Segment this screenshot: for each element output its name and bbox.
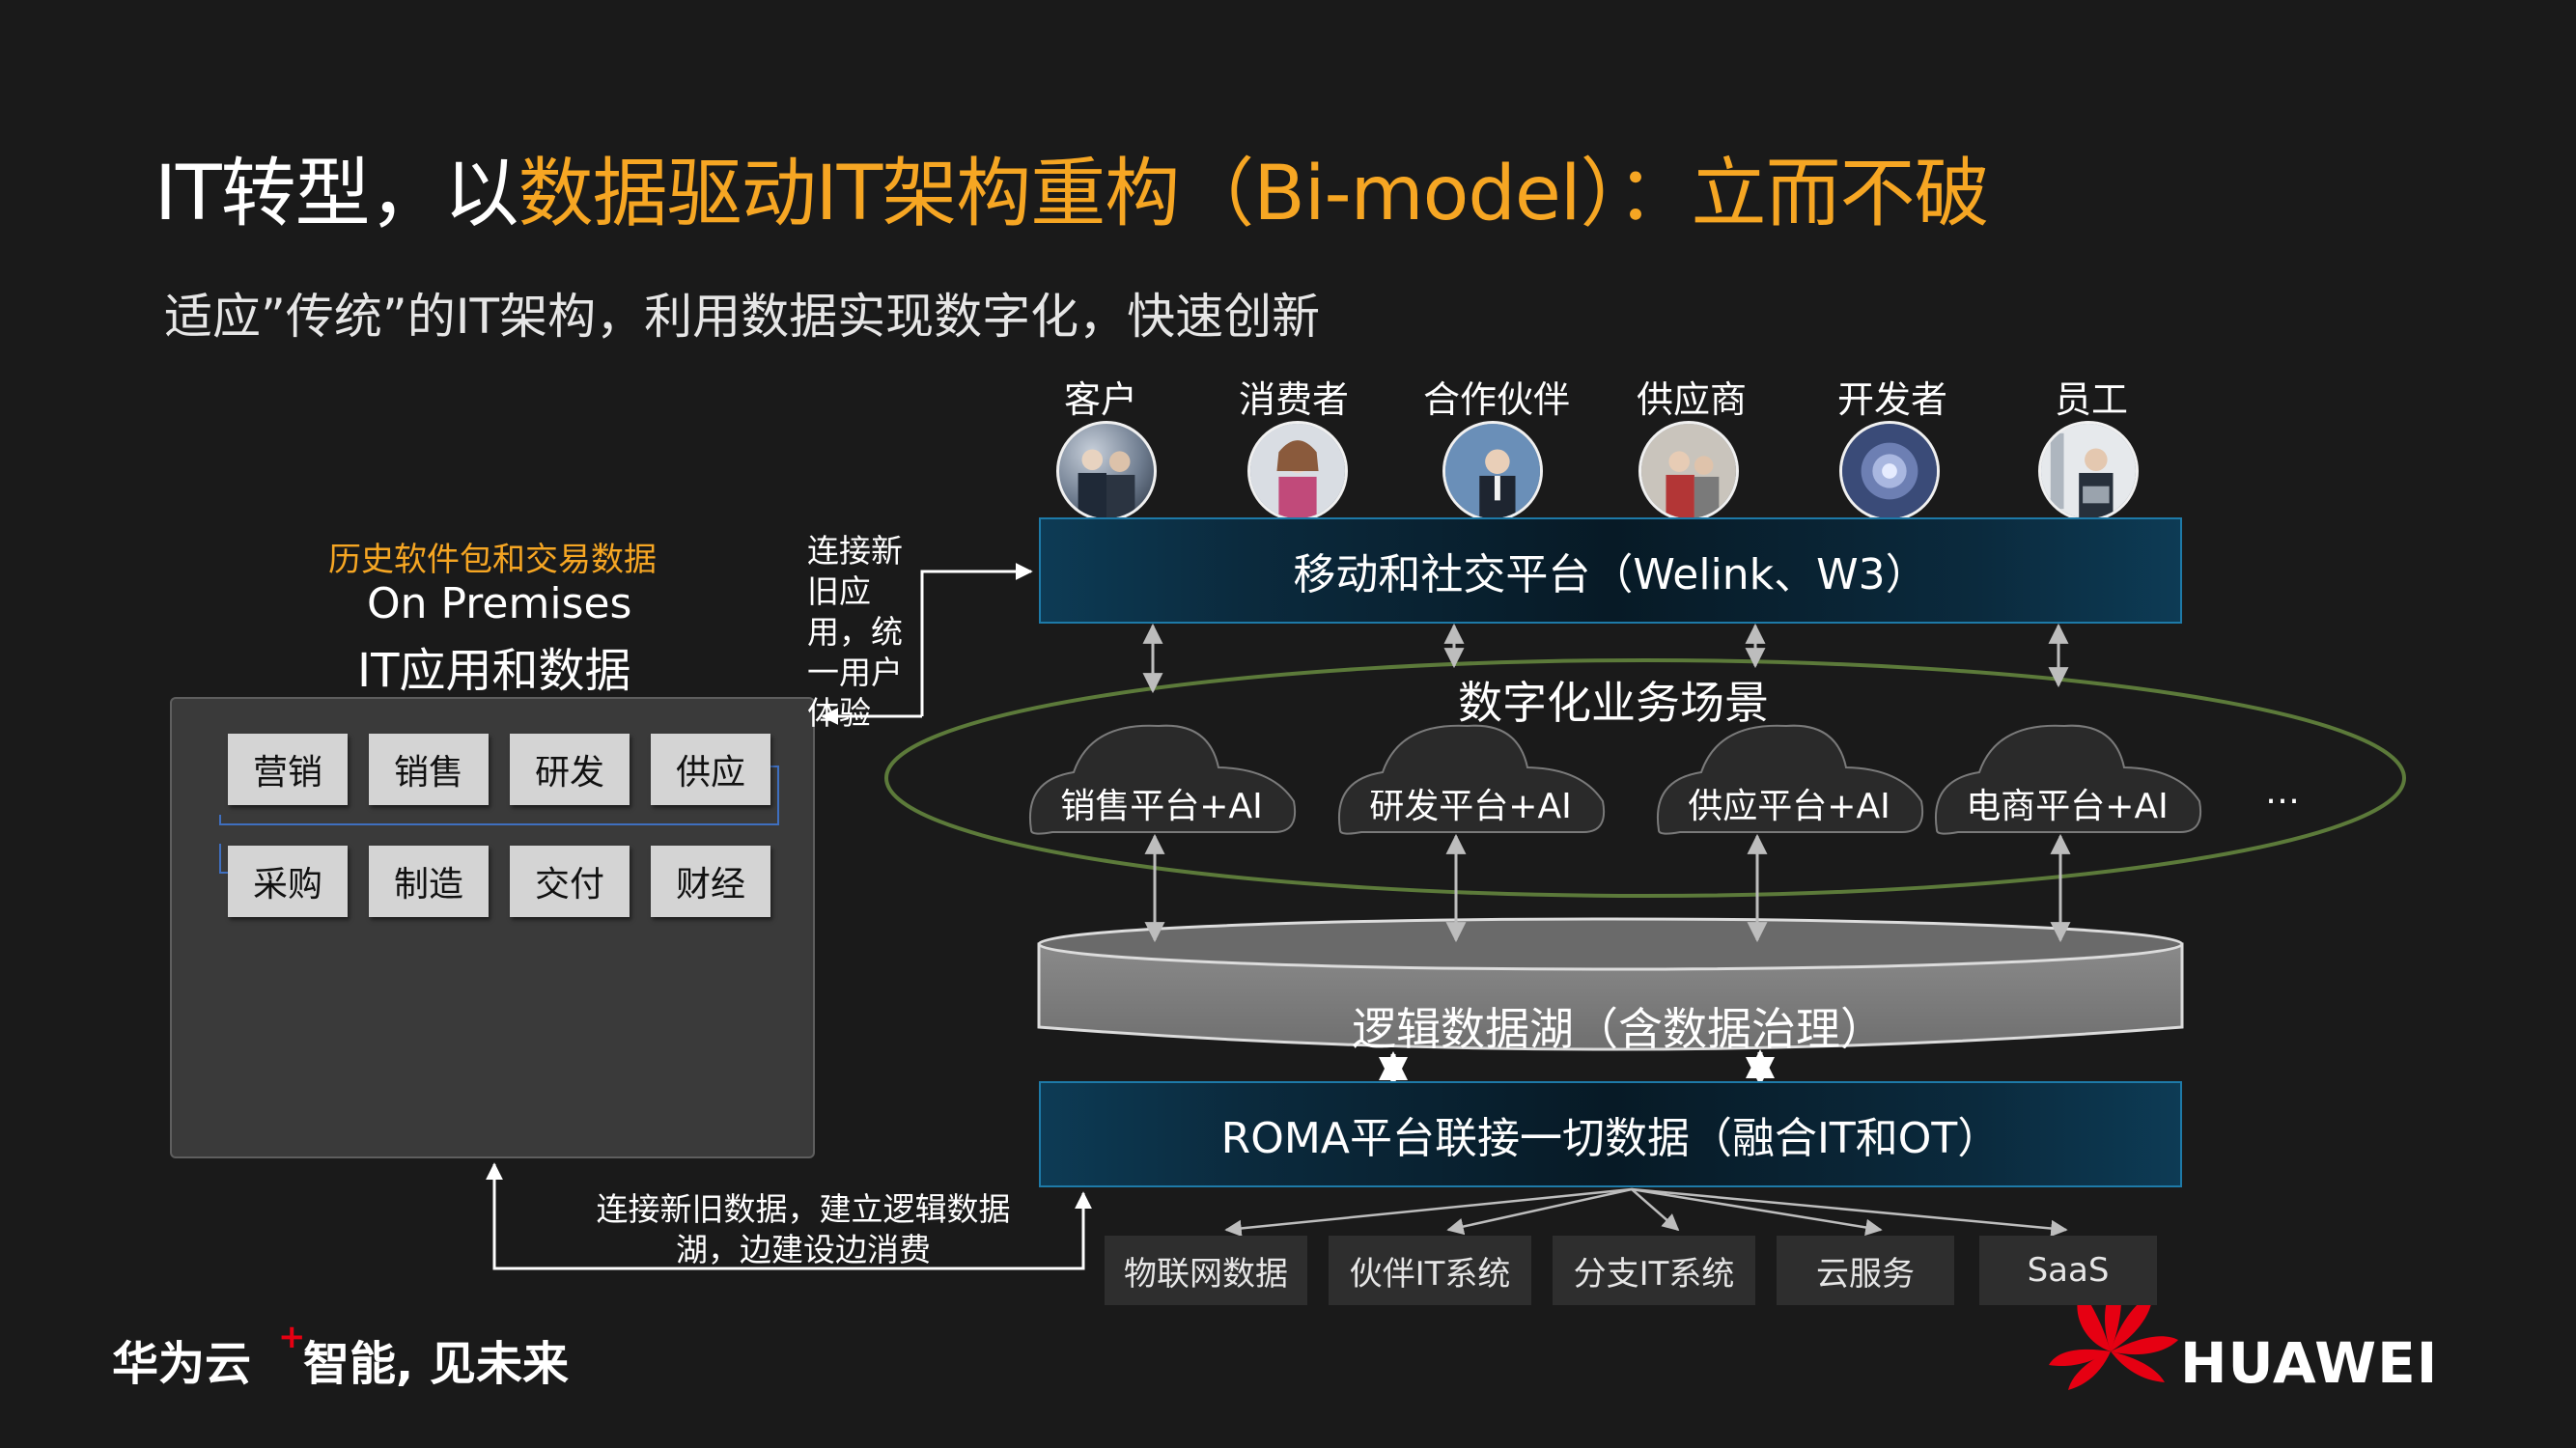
cloud-label-ecommerce: 电商平台+AI: [1966, 787, 2169, 826]
huawei-cloud-brand: 华为云: [112, 1337, 252, 1391]
connect-apps-caption: 连接新旧应用，统一用户体验: [807, 532, 903, 732]
module-delivery: 交付: [510, 846, 630, 917]
source-partner-it: 伙伴IT系统: [1329, 1236, 1531, 1305]
title-part-highlight: 数据驱动IT架构重构（Bi-model）：立而不破: [518, 151, 1990, 237]
brand-plus-mark: +: [278, 1318, 306, 1356]
cloud-shape-supply: [1657, 724, 1923, 835]
legacy-caption-packages: 历史软件包和交易数据: [328, 541, 657, 579]
consumer-photo-icon: [1247, 421, 1348, 521]
roma-platform: ROMA平台联接一切数据（融合IT和OT）: [1039, 1081, 2182, 1187]
module-finance: 财经: [651, 846, 770, 917]
source-cloud-service: 云服务: [1777, 1236, 1954, 1305]
connector-legacy-to-roma: [486, 1162, 1092, 1270]
module-marketing: 营销: [228, 734, 348, 805]
cloud-label-rnd: 研发平台+AI: [1369, 787, 1572, 826]
roma-platform-label: ROMA平台联接一切数据（融合IT和OT）: [1220, 1114, 2001, 1163]
fan-saas: [1631, 1187, 2068, 1238]
mobile-social-platform: 移动和社交平台（Welink、W3）: [1039, 517, 2182, 624]
stakeholder-label-developer: 开发者: [1836, 378, 1948, 421]
page-title: IT转型，以数据驱动IT架构重构（Bi-model）：立而不破: [154, 156, 1990, 232]
legacy-it-box: 营销 销售 研发 供应 采购 制造 交付 财经: [170, 697, 815, 1158]
more-scenarios-ellipsis: …: [2265, 772, 2300, 812]
digital-scenarios-title: 数字化业务场景: [1458, 677, 1769, 729]
digital-scenarios-ellipse: [884, 658, 2406, 898]
data-lake-cylinder: [1037, 917, 2184, 1051]
fan-iot: [1224, 1187, 1633, 1238]
source-iot-data: 物联网数据: [1105, 1236, 1307, 1305]
supplier-photo-icon: [1638, 421, 1739, 521]
mobile-social-platform-label: 移动和社交平台（Welink、W3）: [1293, 550, 1928, 599]
module-rnd: 研发: [510, 734, 630, 805]
title-part-white: IT转型，以: [154, 151, 519, 237]
module-procurement: 采购: [228, 846, 348, 917]
source-branch-it: 分支IT系统: [1553, 1236, 1755, 1305]
stakeholder-label-employee: 员工: [2054, 378, 2129, 421]
cloud-shape-rnd: [1338, 724, 1605, 835]
stakeholder-label-customer: 客户: [1063, 378, 1138, 421]
source-saas: SaaS: [1979, 1236, 2157, 1305]
stakeholder-label-partner: 合作伙伴: [1422, 378, 1571, 421]
fan-cloud: [1631, 1187, 1883, 1237]
legacy-caption-on-premises: On Premises: [367, 579, 632, 628]
brand-slogan: 智能, 见未来: [303, 1337, 569, 1391]
cloud-label-supply: 供应平台+AI: [1688, 787, 1890, 826]
cloud-shape-sales: [1029, 724, 1296, 835]
customer-photo-icon: [1056, 421, 1157, 521]
page-subtitle: 适应”传统”的IT架构，利用数据实现数字化，快速创新: [164, 289, 1321, 345]
cloud-shape-ecommerce: [1935, 724, 2201, 835]
module-supply: 供应: [651, 734, 770, 805]
connect-data-caption: 连接新旧数据，建立逻辑数据湖，边建设边消费: [596, 1190, 1011, 1268]
module-manufacturing: 制造: [369, 846, 489, 917]
partner-photo-icon: [1442, 421, 1543, 521]
huawei-wordmark: HUAWEI: [2180, 1330, 2439, 1396]
legacy-caption-it-apps: IT应用和数据: [357, 644, 631, 698]
stakeholder-label-supplier: 供应商: [1636, 378, 1748, 421]
cloud-label-sales: 销售平台+AI: [1060, 787, 1263, 826]
connector-apps-to-mobile: [920, 563, 1033, 716]
huawei-logo-icon: [2049, 1278, 2178, 1390]
employee-photo-icon: [2038, 421, 2139, 521]
stakeholder-label-consumer: 消费者: [1238, 378, 1350, 421]
fan-partner: [1446, 1187, 1633, 1236]
fan-branch: [1631, 1188, 1680, 1232]
module-sales: 销售: [369, 734, 489, 805]
developer-photo-icon: [1839, 421, 1940, 521]
data-lake-label: 逻辑数据湖（含数据治理）: [1352, 1003, 1885, 1055]
